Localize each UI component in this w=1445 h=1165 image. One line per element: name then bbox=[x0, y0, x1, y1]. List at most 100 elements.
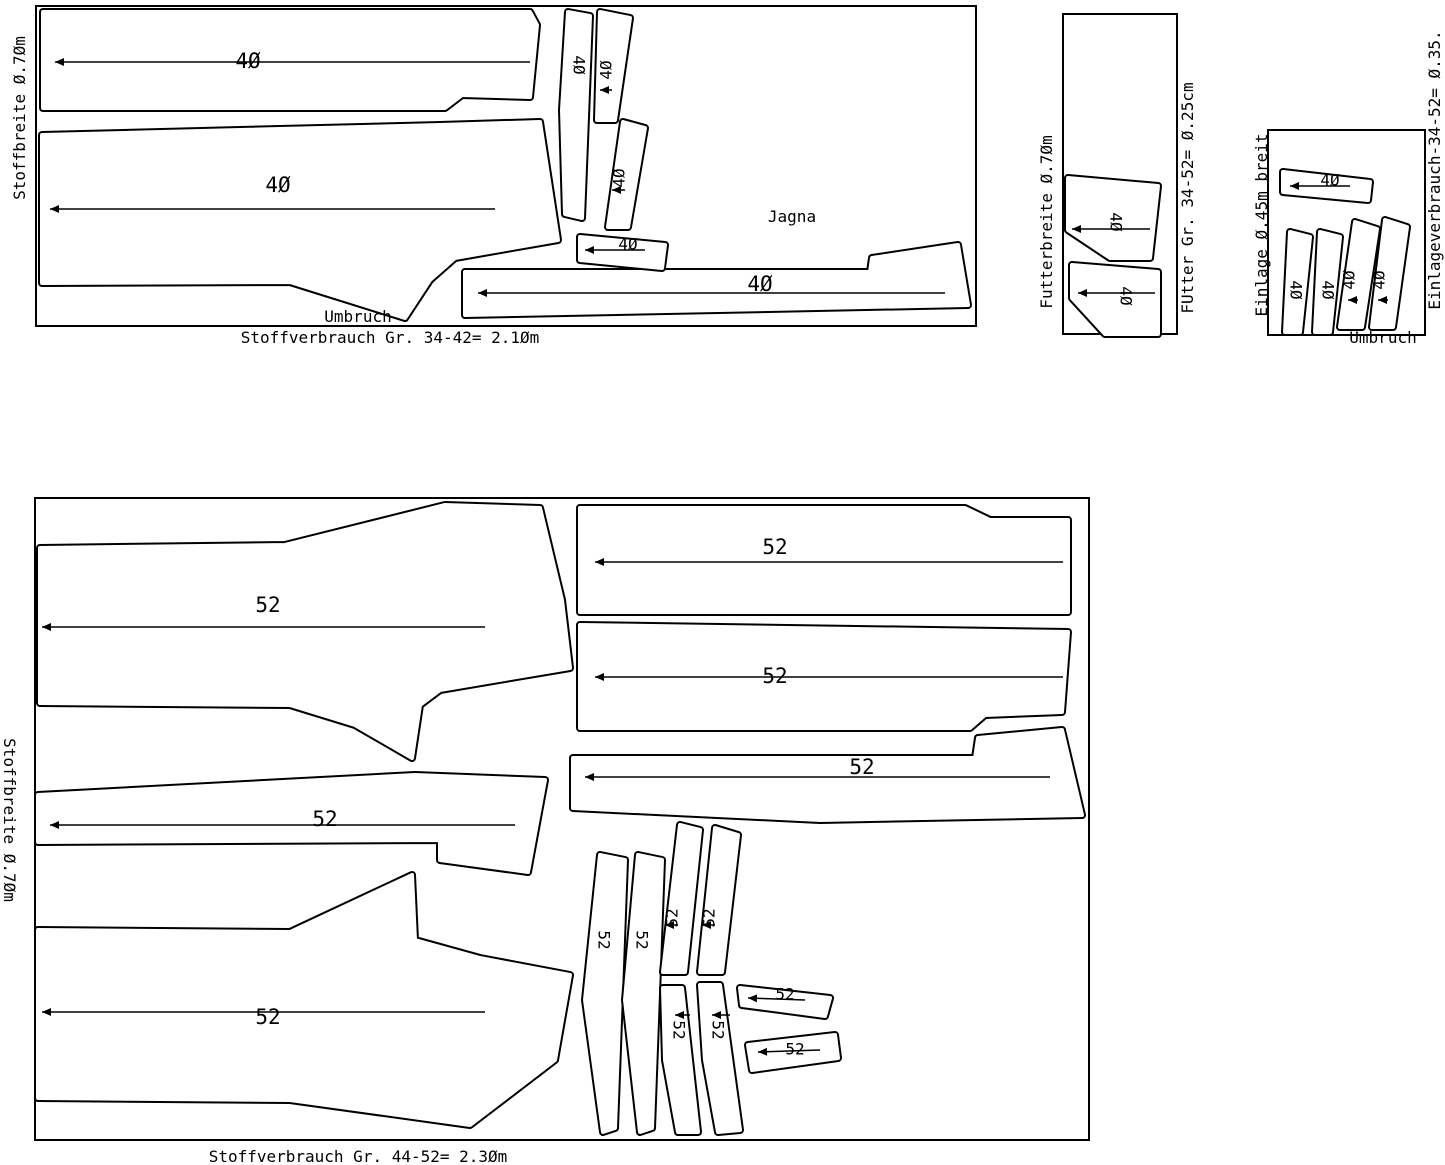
curved-band-b3: 52 bbox=[659, 821, 704, 976]
piece-size-label: 52 bbox=[785, 1040, 804, 1059]
piece-size-label: 4Ø bbox=[1319, 280, 1338, 300]
seam-allowance bbox=[463, 243, 970, 317]
front-leg-piece-1: 52 bbox=[576, 504, 1072, 616]
piece-size-label: 52 bbox=[849, 755, 874, 779]
lining-width-label: Futterbreite Ø.7Øm bbox=[1037, 135, 1056, 308]
bottom-consumption-label: Stoffverbrauch Gr. 44-52= 2.3Øm bbox=[209, 1147, 508, 1165]
seam-allowance bbox=[571, 728, 1084, 822]
seam-allowance bbox=[661, 986, 700, 1134]
front-leg-piece: 4Ø bbox=[39, 8, 541, 112]
arrow-head-icon bbox=[612, 186, 621, 194]
interfacing-strip-3: 4Ø bbox=[1311, 228, 1344, 336]
arrow-head-icon bbox=[595, 558, 604, 566]
piece-size-label: 4Ø bbox=[747, 272, 773, 296]
arrow-head-icon bbox=[585, 246, 594, 254]
interfacing-width-label: Einlage Ø.45m breit bbox=[1252, 133, 1271, 316]
arrow-head-icon bbox=[748, 994, 758, 1003]
interfacing-frame bbox=[1267, 129, 1426, 336]
interfacing-strip-5: 4Ø bbox=[1368, 216, 1411, 331]
arrow-head-icon bbox=[665, 921, 674, 929]
seam-allowance bbox=[661, 823, 702, 974]
arrow-head-icon bbox=[42, 623, 51, 631]
seam-allowance bbox=[41, 10, 539, 110]
seam-allowance bbox=[1066, 176, 1160, 260]
seam-allowance bbox=[578, 506, 1070, 614]
piece-size-label: 4Ø bbox=[610, 168, 629, 188]
piece-size-label: 4Ø bbox=[1320, 171, 1340, 190]
arrow-head-icon bbox=[712, 1011, 721, 1019]
seam-allowance bbox=[36, 873, 572, 1127]
curved-band-2: 4Ø bbox=[593, 8, 634, 124]
curved-band-b4: 52 bbox=[696, 824, 742, 976]
back-leg-piece-large: 52 bbox=[36, 501, 574, 762]
interfacing-consumption-label: Einlageverbrauch-34-52= Ø.35. bbox=[1425, 30, 1444, 309]
seam-allowance bbox=[595, 10, 632, 122]
piece-size-label: 52 bbox=[709, 1020, 728, 1039]
piece-size-label: 52 bbox=[700, 908, 719, 927]
grainline bbox=[747, 997, 806, 1001]
curved-band-b1: 52 bbox=[581, 851, 629, 1136]
piece-size-label: 52 bbox=[255, 1005, 280, 1029]
seam-allowance bbox=[1283, 230, 1312, 334]
lining-pocket-2: 4Ø bbox=[1068, 261, 1162, 338]
seam-allowance bbox=[40, 120, 560, 320]
piece-size-label: 4Ø bbox=[570, 55, 589, 75]
arrow-head-icon bbox=[600, 86, 609, 94]
curved-band-b5: 52 bbox=[659, 984, 702, 1136]
piece-size-label: 52 bbox=[670, 1020, 689, 1039]
arrow-head-icon bbox=[50, 821, 59, 829]
seam-allowance bbox=[36, 773, 547, 874]
arrow-head-icon bbox=[50, 205, 59, 213]
piece-size-label: 52 bbox=[255, 593, 280, 617]
arrow-head-icon bbox=[42, 1008, 51, 1016]
interfacing-fold-label: Umbruch bbox=[1349, 328, 1416, 347]
waistband-piece-large-1: 52 bbox=[569, 726, 1086, 824]
waistband-piece-large-2: 52 bbox=[34, 771, 549, 876]
arrow-head-icon bbox=[758, 1047, 768, 1056]
curved-band-1: 4Ø bbox=[558, 8, 594, 222]
seam-allowance bbox=[560, 10, 592, 220]
arrow-head-icon bbox=[55, 58, 64, 66]
pocket-piece-top: 4Ø bbox=[576, 233, 669, 272]
arrow-head-icon bbox=[585, 773, 594, 781]
piece-size-label: 52 bbox=[595, 930, 614, 949]
seam-allowance bbox=[698, 826, 740, 974]
top-consumption-label: Stoffverbrauch Gr. 34-42= 2.1Øm bbox=[241, 328, 540, 347]
seam-allowance bbox=[606, 120, 647, 229]
arrow-head-icon bbox=[1290, 182, 1299, 190]
seam-allowance bbox=[578, 235, 667, 270]
piece-size-label: 4Ø bbox=[265, 173, 291, 197]
bottom-fabric-width-label: Stoffbreite Ø.7Øm bbox=[0, 738, 19, 902]
piece-size-label: 52 bbox=[762, 535, 787, 559]
seam-allowance bbox=[38, 503, 572, 760]
seam-allowance bbox=[738, 986, 832, 1018]
piece-size-label: 4Ø bbox=[1117, 286, 1136, 306]
front-leg-piece-2: 52 bbox=[576, 621, 1072, 732]
top-fabric-frame bbox=[35, 5, 977, 327]
lining-pocket-1: 4Ø bbox=[1064, 174, 1162, 262]
interfacing-strip-1: 4Ø bbox=[1279, 168, 1374, 204]
back-leg-piece-large-2: 52 bbox=[34, 871, 574, 1129]
piece-size-label: 4Ø bbox=[1107, 212, 1126, 232]
piece-size-label: 52 bbox=[775, 985, 794, 1004]
piece-size-label: 4Ø bbox=[1340, 270, 1359, 290]
pocket-piece-b2: 52 bbox=[744, 1031, 842, 1074]
back-leg-piece: 4Ø bbox=[38, 118, 562, 322]
top-fabric-width-label: Stoffbreite Ø.7Øm bbox=[10, 36, 29, 200]
seam-allowance bbox=[583, 853, 627, 1134]
arrow-head-icon bbox=[702, 921, 711, 929]
seam-allowance bbox=[1070, 263, 1160, 336]
seam-allowance bbox=[623, 853, 664, 1134]
arrow-head-icon bbox=[478, 289, 487, 297]
piece-size-label: 4Ø bbox=[235, 49, 261, 73]
grainline bbox=[757, 1049, 821, 1053]
interfacing-strip-4: 4Ø bbox=[1336, 218, 1381, 331]
piece-size-label: 52 bbox=[663, 908, 682, 927]
curved-band-b2: 52 bbox=[621, 851, 666, 1136]
lining-consumption-label: FUtter Gr. 34-52= Ø.25cm bbox=[1178, 82, 1197, 313]
curved-band-3: 4Ø bbox=[604, 118, 649, 231]
seam-allowance bbox=[698, 983, 742, 1134]
piece-size-label: 4Ø bbox=[618, 235, 638, 254]
arrow-head-icon bbox=[675, 1011, 684, 1019]
